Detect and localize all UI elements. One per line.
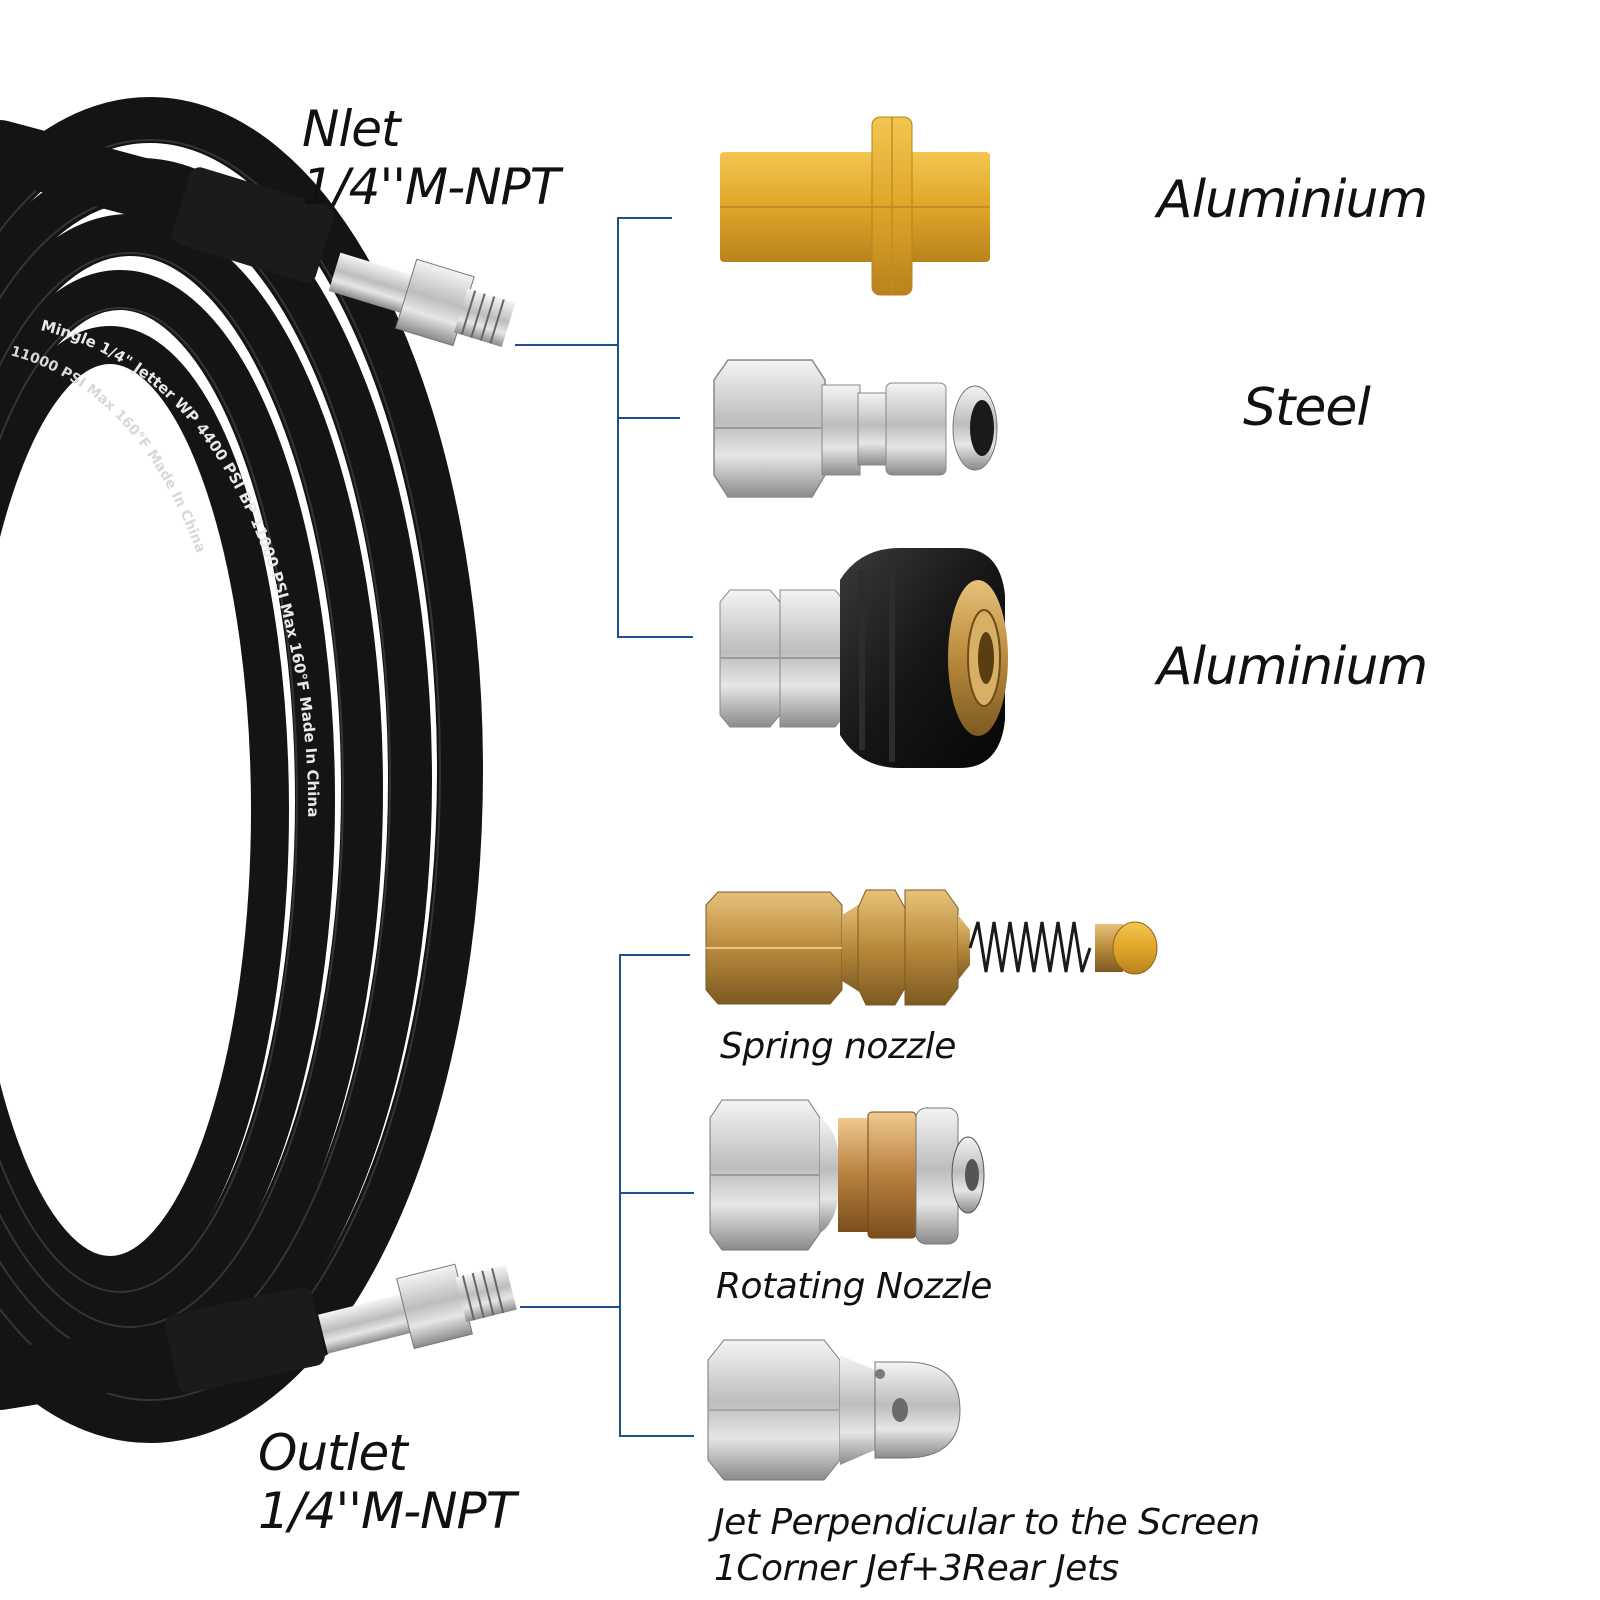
quick-connector-icon	[713, 359, 998, 498]
rotating-nozzle-icon	[709, 1099, 985, 1251]
inlet-label-line1: Nlet	[302, 100, 401, 158]
inlet-label-line2: 1/4''M-NPT	[302, 158, 560, 216]
material-label-2: Steel	[1243, 378, 1371, 438]
jet-nozzle-label: Jet Perpendicular to the Screen 1Corner …	[714, 1500, 1260, 1592]
material-label-1: Aluminium	[1157, 170, 1428, 230]
spring-nozzle-icon	[705, 889, 1158, 1006]
outlet-label-line2: 1/4''M-NPT	[258, 1482, 516, 1540]
rotating-nozzle-label: Rotating Nozzle	[716, 1266, 992, 1307]
outlet-fitting	[318, 1263, 517, 1354]
material-label-3: Aluminium	[1157, 637, 1428, 697]
inlet-label: Nlet 1/4''M-NPT	[302, 100, 560, 216]
bracket-lines	[515, 217, 694, 1437]
outlet-label-line1: Outlet	[258, 1424, 408, 1482]
inlet-fitting	[328, 252, 516, 347]
jet-nozzle-label-line1: Jet Perpendicular to the Screen	[714, 1502, 1260, 1543]
jet-nozzle-label-line2: 1Corner Jef+3Rear Jets	[714, 1548, 1119, 1589]
m22-coupler-icon	[719, 548, 1008, 768]
outlet-label: Outlet 1/4''M-NPT	[258, 1424, 516, 1540]
jet-nozzle-icon	[707, 1339, 961, 1481]
spring-nozzle-label: Spring nozzle	[720, 1026, 956, 1067]
hose-coil	[0, 97, 483, 1443]
brass-adapter-icon	[720, 116, 990, 296]
